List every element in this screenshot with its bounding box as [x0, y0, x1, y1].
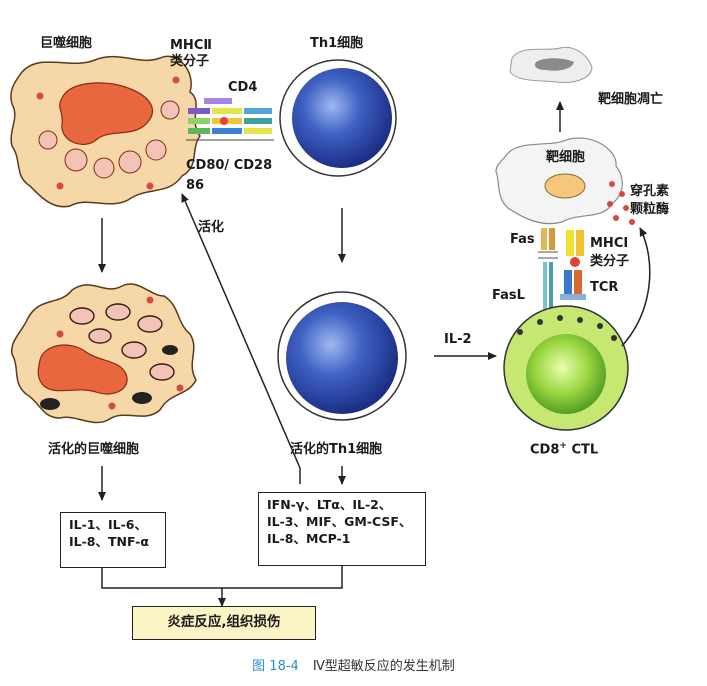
th1-cytokine-line: IL-3、MIF、GM-CSF、 [267, 514, 412, 529]
fasl-label: FasL [492, 288, 525, 303]
fas-label: Fas [510, 232, 535, 247]
mhc2-label-line1: MHCⅡ [170, 38, 212, 53]
activated-macrophage-label: 活化的巨噬细胞 [48, 442, 140, 457]
vacuole [105, 303, 131, 321]
macrophage-granule [38, 130, 58, 150]
macrophage-granule [118, 150, 142, 174]
macrophage-dot [176, 384, 184, 392]
cd8-ctl-main: CD8 [530, 442, 560, 458]
vacuole [69, 307, 95, 325]
perforin-label-line1: 穿孔素 [630, 184, 670, 199]
macrophage-label: 巨噬细胞 [40, 36, 93, 51]
activated-th1-cell [277, 291, 407, 421]
vacuole [121, 341, 147, 359]
vacuole [137, 315, 163, 333]
mhc2-label-line2: 类分子 [170, 54, 210, 69]
macrophage-granule [93, 157, 115, 179]
vacuole-dark [162, 345, 178, 355]
b86-label: 86 [186, 178, 205, 193]
cd8-ctl-cell [503, 305, 629, 431]
figure-title: Ⅳ型超敏反应的发生机制 [312, 659, 455, 674]
th1-cell [279, 59, 397, 177]
macrophage-dot [146, 182, 154, 190]
cd4-label: CD4 [228, 80, 258, 95]
cd8-ctl-label: CD8+ CTL [530, 438, 598, 458]
receptor-complex [186, 98, 274, 141]
vacuole [149, 363, 175, 381]
th1-cytokine-box: IFN-γ、LTα、IL-2、 IL-3、MIF、GM-CSF、 IL-8、MC… [258, 492, 426, 566]
macrophage-dot [36, 92, 44, 100]
mhc1-label-line1: MHCⅠ [590, 236, 629, 251]
macrophage-nucleus [59, 82, 153, 145]
macrophage-cytokine-line: IL-1、IL-6、 [69, 517, 148, 532]
macrophage-cytokine-line: IL-8、TNF-α [69, 534, 149, 549]
target-death-label: 靶细胞凋亡 [598, 92, 664, 107]
activate-label: 活化 [198, 220, 225, 235]
il2-label: IL-2 [444, 332, 472, 347]
cd80-cd28-label: CD80/ CD28 [186, 158, 273, 173]
mhc1-label-line2: 类分子 [590, 254, 630, 269]
tcr-label: TCR [590, 280, 619, 295]
target-death-cell [509, 46, 593, 83]
macrophage-granule [145, 139, 167, 161]
macrophage-granule [64, 148, 88, 172]
vacuole-dark [132, 392, 152, 404]
macrophage-granule [160, 100, 180, 120]
th1-label: Th1细胞 [310, 36, 364, 51]
flow-arrows [98, 101, 651, 607]
fas-fasl-receptors [538, 228, 558, 312]
macrophage-dot [146, 296, 154, 304]
target-cell-label: 靶细胞 [546, 150, 586, 165]
th1-cytokine-line: IL-8、MCP-1 [267, 531, 351, 546]
macrophage-dot [172, 76, 180, 84]
vacuole-dark [40, 398, 60, 410]
activated-macrophage-nucleus [37, 344, 128, 395]
perforin-label-line2: 颗粒酶 [630, 202, 670, 217]
vacuole [88, 328, 112, 344]
figure-number: 图 18-4 [252, 659, 299, 674]
target-cell [495, 137, 623, 225]
perforin-granules [607, 181, 635, 225]
activated-th1-label: 活化的Th1细胞 [290, 442, 383, 457]
th1-cytokine-line: IFN-γ、LTα、IL-2、 [267, 497, 392, 512]
cd8-ctl-rest: CTL [566, 442, 599, 458]
macrophage-cytokine-box: IL-1、IL-6、 IL-8、TNF-α [60, 512, 166, 568]
result-box: 炎症反应,组织损伤 [132, 606, 316, 640]
macrophage-dot [56, 182, 64, 190]
macrophage-dot [56, 330, 64, 338]
figure-caption: 图 18-4 Ⅳ型超敏反应的发生机制 [0, 655, 707, 674]
mhc1-tcr-complex [560, 230, 586, 300]
cd8-ctl-sup: + [559, 441, 567, 451]
activated-macrophage-cell [11, 283, 197, 424]
macrophage-cell [10, 55, 201, 208]
macrophage-dot [108, 402, 116, 410]
